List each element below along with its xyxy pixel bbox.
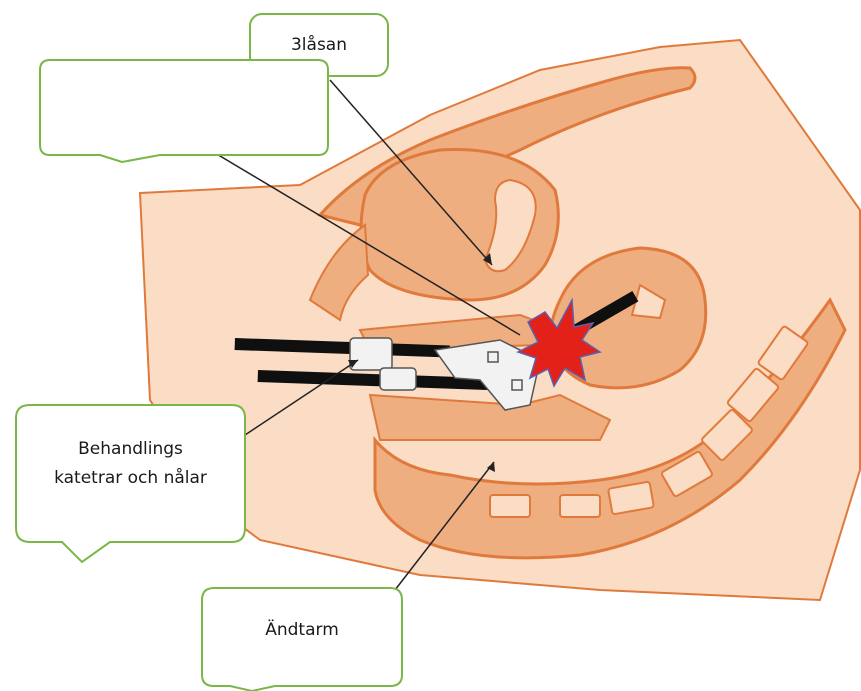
bladder-label: 3låsan bbox=[252, 33, 386, 58]
catheters-label-line2: katetrar och nålar bbox=[18, 466, 243, 491]
catheters-label-line1: Behandlings bbox=[18, 437, 243, 462]
callout-blank bbox=[40, 60, 328, 162]
rectum-label: Ändtarm bbox=[204, 618, 400, 643]
